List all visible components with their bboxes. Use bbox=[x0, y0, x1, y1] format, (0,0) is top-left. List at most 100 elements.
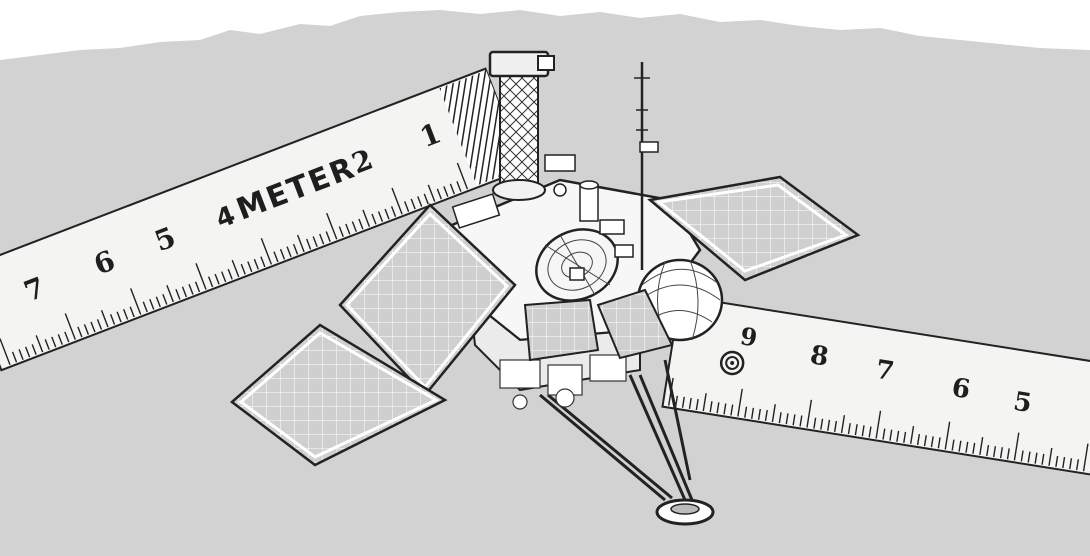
solar-panel-center-left bbox=[523, 298, 600, 362]
ruler-tick bbox=[51, 336, 57, 348]
ruler-tick bbox=[57, 334, 63, 345]
ruler-tick bbox=[965, 441, 969, 453]
ruler-tick bbox=[247, 261, 253, 273]
ruler-tick bbox=[188, 283, 194, 295]
ruler-tick bbox=[799, 415, 803, 427]
ruler-tick bbox=[149, 299, 155, 310]
ruler-right-number: 8 bbox=[808, 340, 831, 372]
ruler-tick bbox=[951, 439, 955, 451]
ruler-tick bbox=[750, 407, 755, 419]
ruler-tick bbox=[11, 351, 18, 363]
ruler-tick bbox=[129, 288, 142, 315]
ruler-tick bbox=[351, 221, 357, 233]
ruler-tick bbox=[1006, 448, 1010, 460]
ruler-tick bbox=[1013, 432, 1020, 461]
ruler-tick bbox=[449, 183, 456, 195]
ruler-tick bbox=[35, 335, 44, 353]
ruler-tick bbox=[358, 218, 364, 230]
ruler-tick bbox=[681, 396, 685, 408]
ruler-tick bbox=[1034, 452, 1038, 464]
ruler-tick bbox=[744, 406, 748, 418]
ruler-tick bbox=[972, 442, 976, 454]
ruler-tick bbox=[292, 243, 299, 255]
ruler-tick bbox=[286, 246, 292, 258]
ruler-tick bbox=[1055, 455, 1059, 468]
ruler-right-ticks bbox=[668, 377, 1090, 473]
ruler-tick bbox=[345, 223, 351, 235]
ruler-tick bbox=[868, 426, 872, 438]
ruler-tick bbox=[77, 326, 83, 338]
solar-panel-left-lower bbox=[230, 323, 448, 467]
ruler-tick bbox=[417, 196, 423, 207]
ruler-right-number: 9 bbox=[738, 321, 759, 352]
ruler-tick bbox=[384, 208, 390, 220]
ruler-tick bbox=[827, 419, 831, 431]
ruler-tick bbox=[916, 434, 921, 446]
ruler-tick bbox=[695, 398, 699, 411]
ruler-tick bbox=[253, 258, 259, 270]
ruler-tick bbox=[716, 402, 720, 414]
ruler-tick bbox=[1048, 447, 1053, 466]
ruler-tick bbox=[227, 268, 233, 280]
camera-mast bbox=[499, 74, 539, 196]
ruler-tick bbox=[896, 430, 900, 442]
ruler-tick bbox=[709, 401, 713, 413]
ruler-tick bbox=[1027, 451, 1031, 463]
ruler-tick bbox=[923, 435, 927, 447]
ruler-tick bbox=[840, 415, 846, 434]
ruler-tick bbox=[688, 397, 692, 409]
ruler-tick bbox=[142, 301, 148, 313]
ruler-tick bbox=[279, 248, 286, 260]
ruler-tick bbox=[443, 186, 449, 197]
ruler-tick bbox=[155, 296, 161, 308]
ruler-tick bbox=[90, 321, 96, 333]
ruler-tick bbox=[44, 339, 50, 350]
ruler-left-ticks bbox=[0, 162, 469, 365]
ruler-tick bbox=[910, 426, 915, 445]
ruler-tick bbox=[792, 414, 796, 426]
ruler-tick bbox=[423, 193, 429, 205]
ruler-tick bbox=[123, 309, 129, 320]
ruler-tick bbox=[231, 259, 240, 278]
ruler-tick bbox=[986, 444, 990, 457]
ruler-tick bbox=[195, 263, 207, 290]
ruler-tick bbox=[1082, 443, 1089, 472]
ruler-tick bbox=[64, 331, 70, 343]
ruler-tick bbox=[1020, 450, 1024, 462]
ruler-tick bbox=[427, 184, 436, 202]
ruler-tick bbox=[24, 346, 31, 358]
ruler-tick bbox=[96, 319, 103, 330]
ruler-tick bbox=[778, 412, 782, 424]
ruler-tick bbox=[1041, 453, 1045, 465]
ruler-tick bbox=[273, 251, 279, 263]
ruler-tick bbox=[325, 231, 331, 243]
ruler-tick bbox=[1075, 459, 1080, 471]
ruler-tick bbox=[319, 233, 325, 245]
ruler-tick bbox=[958, 440, 962, 452]
solar-panel-right bbox=[647, 175, 861, 282]
ruler-tick bbox=[362, 209, 371, 227]
ruler-right-number: 6 bbox=[950, 373, 973, 405]
target-icon bbox=[719, 350, 745, 376]
ruler-tick bbox=[730, 404, 734, 416]
ruler-tick bbox=[221, 271, 227, 283]
ruler-tick bbox=[861, 425, 865, 437]
ruler-tick bbox=[757, 408, 762, 420]
ruler-tick bbox=[820, 418, 824, 430]
ruler-tick bbox=[0, 338, 11, 365]
ruler-tick bbox=[166, 284, 175, 303]
meter-ruler-right: 9 8 7 6 5 bbox=[661, 294, 1090, 480]
ruler-tick bbox=[436, 188, 442, 200]
ruler-tick bbox=[937, 437, 941, 449]
ruler-tick bbox=[889, 429, 893, 441]
ruler-tick bbox=[100, 310, 109, 328]
ruler-tick bbox=[813, 417, 817, 429]
mars-lander-drawing bbox=[230, 50, 861, 526]
ruler-tick bbox=[410, 198, 416, 210]
ruler-right-body bbox=[661, 294, 1090, 480]
ruler-tick bbox=[456, 181, 462, 192]
ruler-tick bbox=[944, 421, 951, 450]
ruler-tick bbox=[771, 404, 776, 423]
ruler-tick bbox=[260, 237, 273, 265]
